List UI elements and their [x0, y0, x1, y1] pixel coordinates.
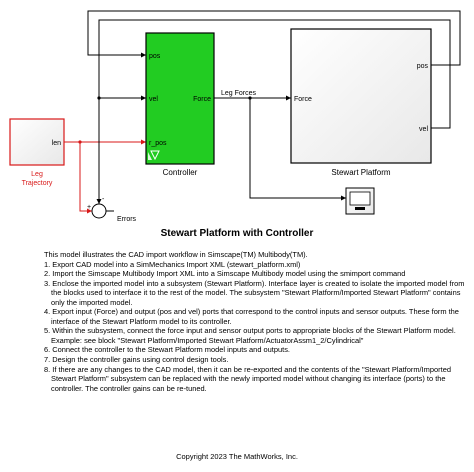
- plant-port-force: Force: [294, 96, 312, 103]
- leg-trajectory-block[interactable]: len Leg Trajectory: [9, 118, 65, 187]
- page-title: Stewart Platform with Controller: [160, 228, 314, 239]
- controller-port-rpos: r_pos: [149, 140, 167, 147]
- step-5-example: Example: see block "Stewart Platform/Imp…: [51, 335, 364, 345]
- scope-icon: [349, 191, 371, 206]
- plant-port-pos: pos: [417, 63, 429, 70]
- step-2: 2. Import the Simscape Multibody Import …: [44, 269, 406, 279]
- step-4: 4. Export input (Force) and output (pos …: [44, 307, 459, 326]
- step-8: 8. If there are any changes to the CAD m…: [44, 364, 451, 393]
- controller-port-pos: pos: [149, 53, 161, 60]
- scope-block[interactable]: [345, 187, 375, 215]
- sum-block[interactable]: + -: [87, 196, 107, 219]
- plant-name: Stewart Platform: [331, 168, 390, 177]
- trajectory-port-len: len: [52, 140, 61, 147]
- controller-port-vel: vel: [149, 96, 158, 103]
- controller-port-force: Force: [193, 96, 211, 103]
- sum-plus-sign: +: [87, 204, 91, 211]
- step-6: 6. Connect the controller to the Stewart…: [44, 345, 290, 355]
- description: This model illustrates the CAD import wo…: [44, 250, 472, 393]
- step-5: 5. Within the subsystem, connect the for…: [44, 326, 456, 336]
- trajectory-name-line2: Trajectory: [22, 180, 53, 187]
- controller-block[interactable]: pos vel r_pos Force Controller: [145, 32, 215, 177]
- signal-pos-feedback[interactable]: [87, 10, 461, 66]
- step-3: 3. Enclose the imported model into a sub…: [44, 278, 465, 307]
- stewart-platform-block[interactable]: Force pos vel Stewart Platform: [290, 28, 432, 177]
- plant-port-vel: vel: [419, 126, 428, 133]
- description-intro: This model illustrates the CAD import wo…: [44, 250, 308, 259]
- trajectory-name-line1: Leg: [31, 171, 43, 178]
- subsystem-arrow-icon: [148, 150, 160, 161]
- sum-minus-sign: -: [102, 196, 105, 203]
- leg-forces-label: Leg Forces: [221, 90, 257, 97]
- signal-len-to-sum[interactable]: [79, 142, 92, 214]
- signal-vel-feedback[interactable]: [98, 19, 451, 129]
- copyright: Copyright 2023 The MathWorks, Inc.: [176, 452, 298, 461]
- step-1: 1. Export CAD model into a SimMechanics …: [44, 259, 301, 269]
- errors-label: Errors: [117, 216, 137, 223]
- controller-name: Controller: [163, 168, 198, 177]
- block-diagram: pos vel r_pos Force Controller Force pos…: [9, 10, 461, 223]
- signal-forces-to-scope[interactable]: [249, 98, 346, 201]
- step-7: 7. Design the controller gains using con…: [44, 355, 229, 365]
